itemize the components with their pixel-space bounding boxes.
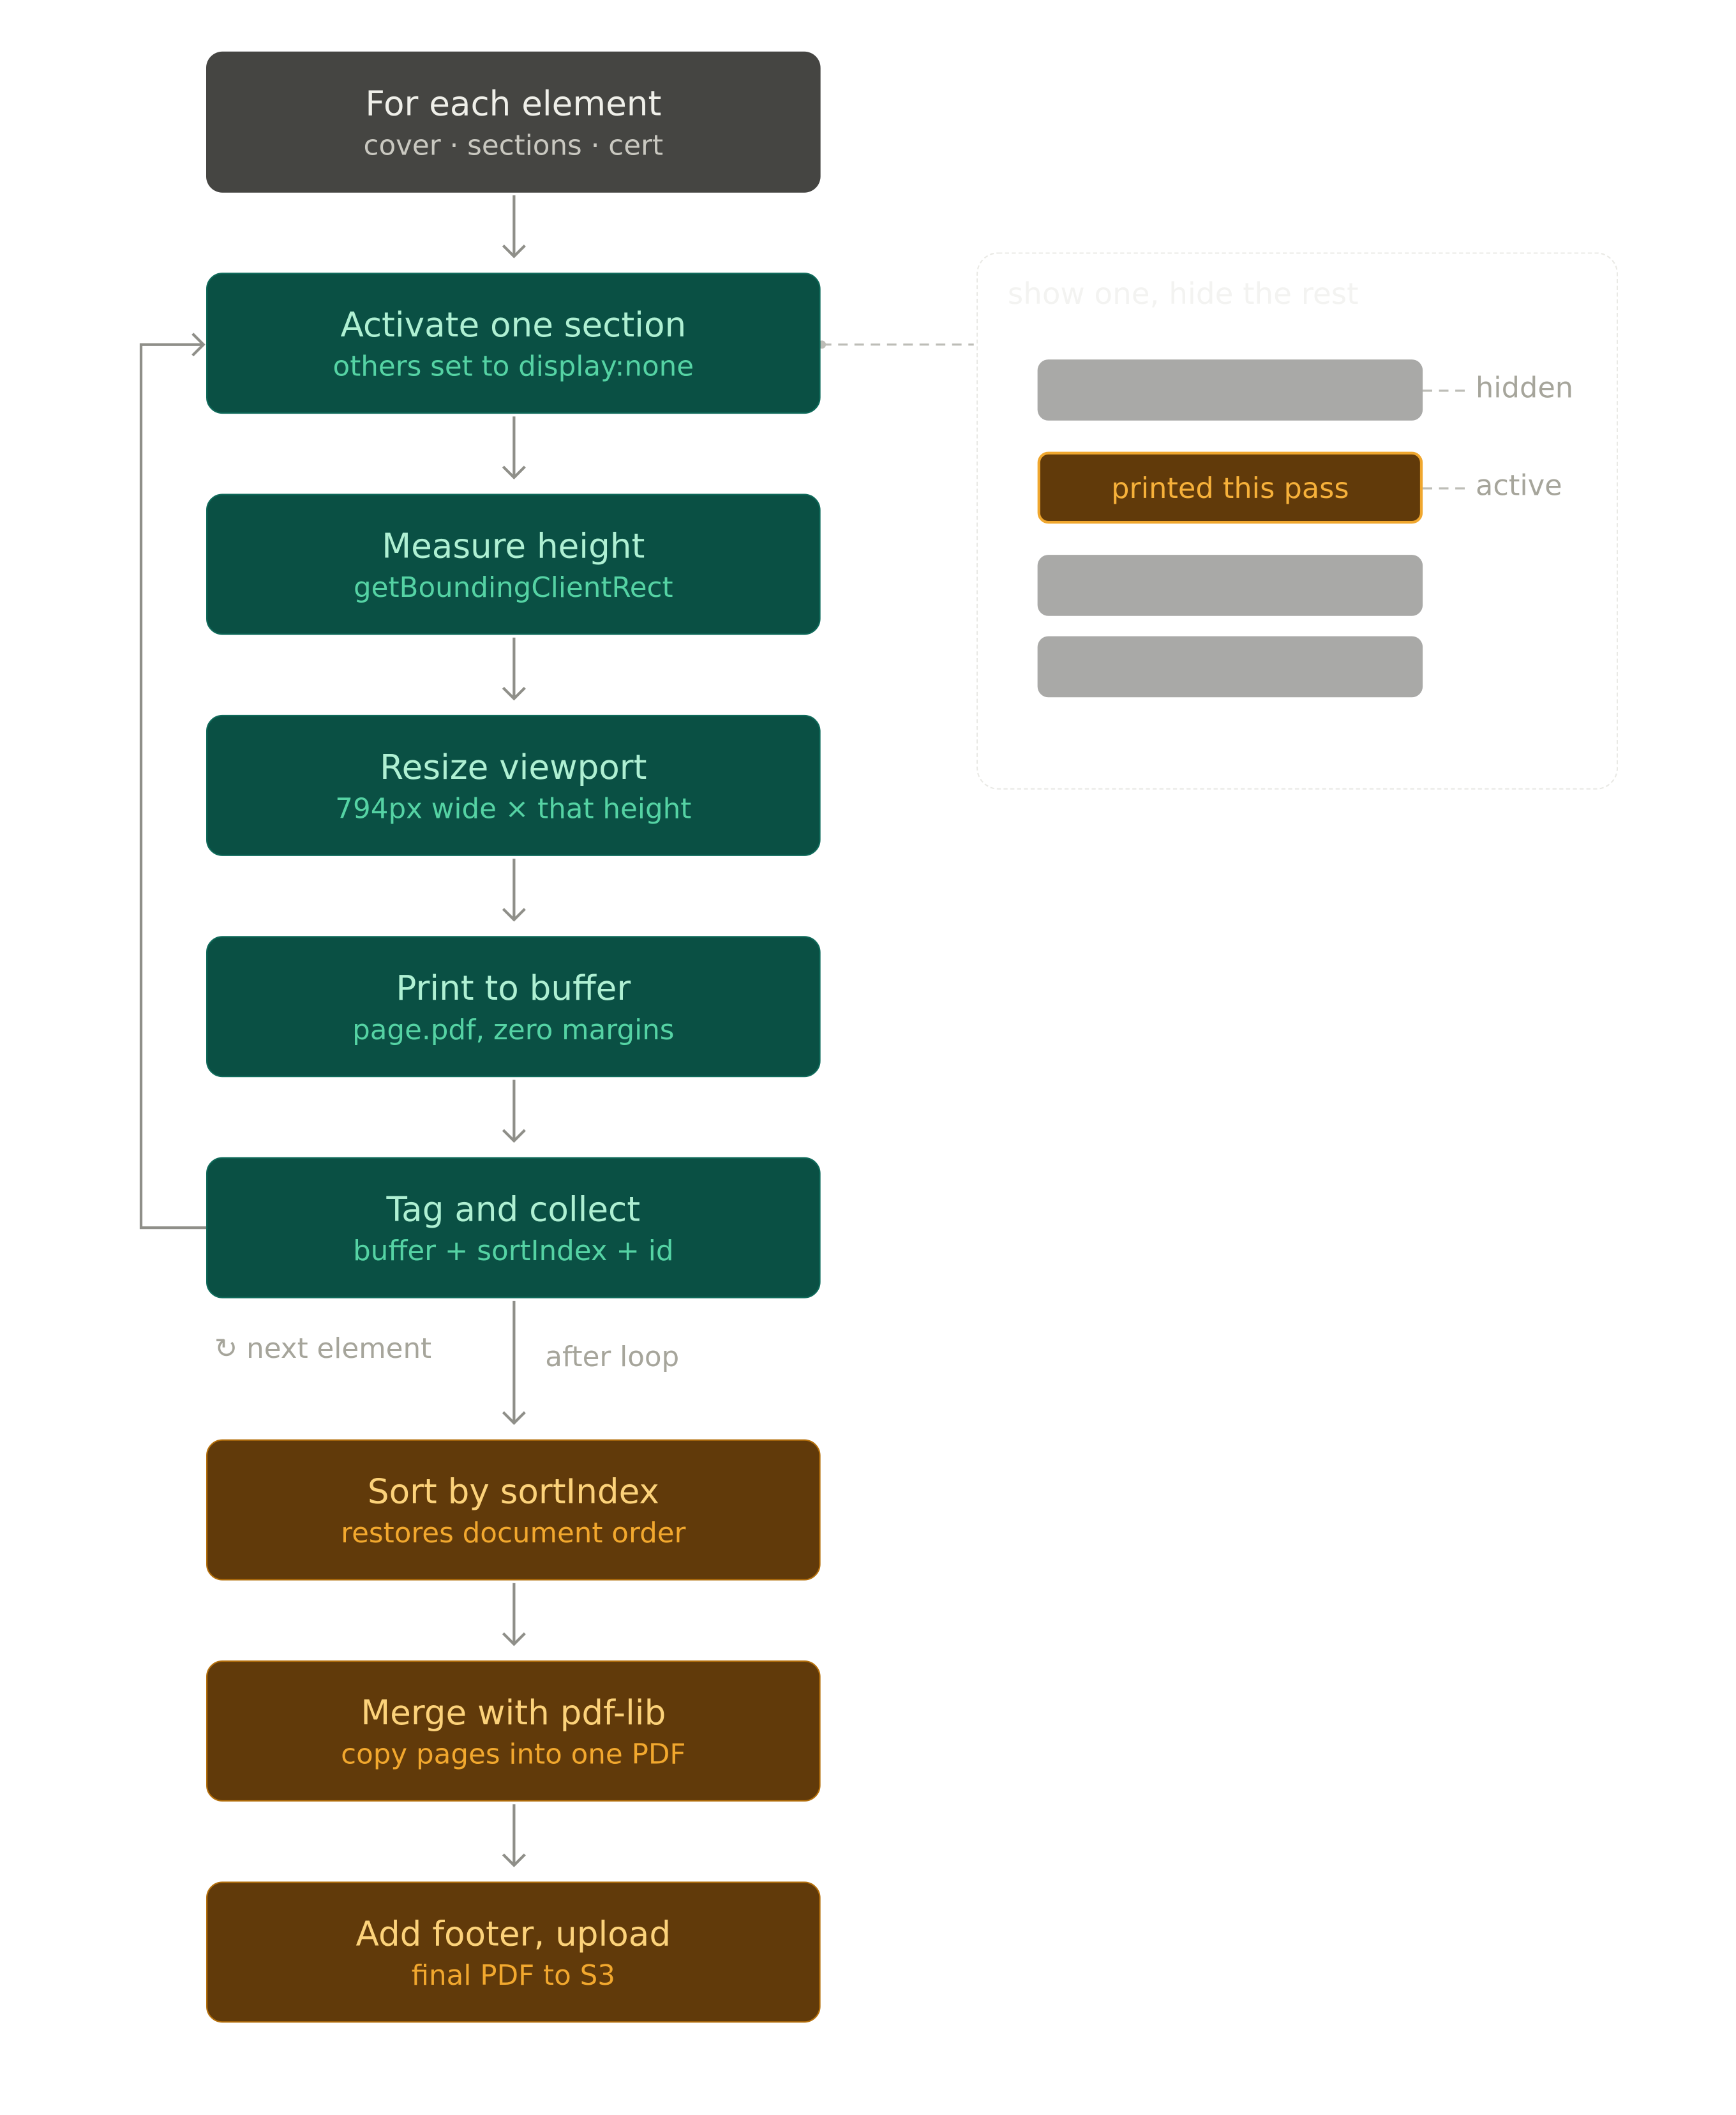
step-merge: Merge with pdf-lib copy pages into one P… (206, 1660, 821, 1802)
loop-back-label: ↻ next element (214, 1332, 431, 1365)
step-title: Sort by sortIndex (367, 1471, 659, 1511)
side-panel (976, 252, 1619, 790)
active-section-bar: printed this pass (1037, 451, 1423, 524)
arrow-7-8 (502, 1583, 526, 1646)
hidden-section-bar (1037, 555, 1423, 616)
active-label: active (1476, 469, 1562, 502)
step-subtitle: restores document order (341, 1516, 686, 1549)
step-title: Add footer, upload (355, 1913, 671, 1953)
step-title: Tag and collect (386, 1189, 641, 1229)
hidden-section-bar (1037, 636, 1423, 698)
step-measure-height: Measure height getBoundingClientRect (206, 493, 821, 635)
arrow-1-2 (502, 195, 526, 259)
step-title: Activate one section (340, 305, 687, 344)
step-subtitle: page.pdf, zero margins (352, 1012, 675, 1046)
exit-label: after loop (545, 1340, 680, 1373)
step-subtitle: getBoundingClientRect (354, 570, 673, 603)
loop-back-line (139, 333, 206, 1230)
step-sort: Sort by sortIndex restores document orde… (206, 1439, 821, 1581)
arrow-6-7 (502, 1300, 526, 1426)
step-subtitle: others set to display:none (333, 349, 694, 382)
refresh-icon: ↻ (214, 1332, 238, 1365)
step-title: Print to buffer (396, 968, 631, 1007)
arrow-4-5 (502, 859, 526, 922)
step-title: Resize viewport (380, 746, 647, 787)
step-title: Merge with pdf-lib (361, 1692, 666, 1732)
hidden-section-bar (1037, 359, 1423, 421)
side-panel-title: show one, hide the rest (1007, 278, 1359, 312)
step-for-each-element: For each element cover · sections · cert (206, 51, 821, 193)
step-subtitle: 794px wide × that height (335, 791, 692, 824)
arrow-2-3 (502, 416, 526, 480)
arrow-3-4 (502, 637, 526, 701)
hidden-label: hidden (1476, 372, 1574, 405)
step-tag-collect: Tag and collect buffer + sortIndex + id (206, 1157, 821, 1298)
step-subtitle: buffer + sortIndex + id (353, 1233, 674, 1267)
arrow-8-9 (502, 1804, 526, 1867)
arrow-5-6 (502, 1080, 526, 1143)
step-resize-viewport: Resize viewport 794px wide × that height (206, 714, 821, 856)
step-activate-section: Activate one section others set to displ… (206, 273, 821, 414)
loop-back-text: next element (246, 1332, 432, 1365)
step-subtitle: cover · sections · cert (363, 128, 664, 161)
step-title: For each element (365, 83, 662, 123)
step-print-buffer: Print to buffer page.pdf, zero margins (206, 936, 821, 1078)
step-subtitle: final PDF to S3 (411, 1958, 615, 1991)
step-footer-upload: Add footer, upload final PDF to S3 (206, 1881, 821, 2023)
step-subtitle: copy pages into one PDF (341, 1737, 686, 1770)
step-title: Measure height (382, 525, 645, 566)
